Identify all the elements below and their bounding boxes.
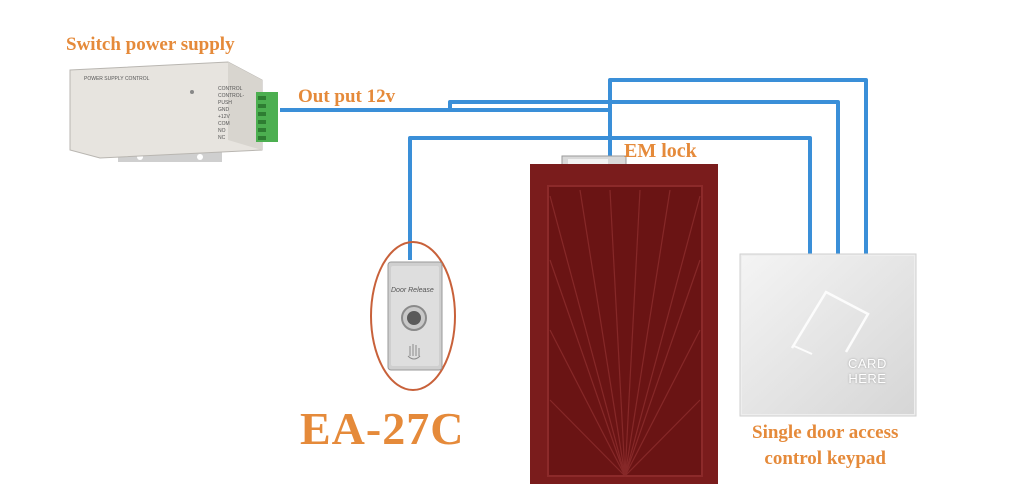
exit-button <box>370 241 456 391</box>
svg-text:CONTROL: CONTROL <box>218 86 243 92</box>
hand-icon <box>407 344 421 360</box>
em-lock-label: EM lock <box>624 140 697 162</box>
psu-mount-plate <box>118 152 222 162</box>
keypad-label-line2: control keypad <box>764 448 886 469</box>
card-reader-icon <box>790 290 870 355</box>
model-label: EA-27C <box>300 403 465 454</box>
door <box>530 164 718 484</box>
power-supply-unit: POWER SUPPLY CONTROL CONTROL CONTROL- PU… <box>69 61 278 162</box>
svg-text:GND: GND <box>218 107 230 113</box>
psu-panel-title: POWER SUPPLY CONTROL <box>84 76 150 82</box>
highlight-ring <box>370 241 456 391</box>
svg-text:CONTROL-: CONTROL- <box>218 93 244 99</box>
keypad-label: Single door access control keypad <box>752 420 898 472</box>
svg-text:NC: NC <box>218 135 226 141</box>
exit-button-face-text: Door Release <box>391 287 434 294</box>
output-voltage-label: Out put 12v <box>298 86 396 107</box>
svg-text:+12V: +12V <box>218 114 230 120</box>
svg-text:COM: COM <box>218 121 230 127</box>
card-here-text: CARD HERE <box>848 356 887 386</box>
wire-keypad-1 <box>608 78 868 255</box>
svg-text:NO: NO <box>218 128 226 134</box>
svg-text:PUSH: PUSH <box>218 100 232 106</box>
keypad <box>739 253 917 417</box>
wire-keypad-2 <box>448 100 840 255</box>
wire-keypad-3 <box>408 136 812 260</box>
power-supply-label: Switch power supply <box>66 34 235 55</box>
keypad-label-line1: Single door access <box>752 422 899 443</box>
terminal-block-icon <box>256 92 278 142</box>
psu-terminal-labels: CONTROL CONTROL- PUSH GND +12V COM NO NC <box>218 86 244 141</box>
wires <box>280 78 868 260</box>
